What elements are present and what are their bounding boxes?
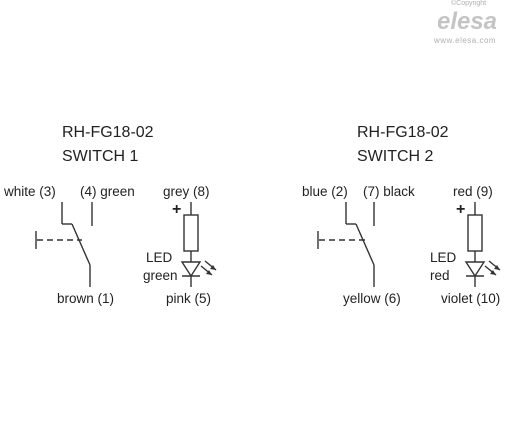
switch-2-polarity-plus: +: [456, 201, 465, 218]
switch-2-model: RH-FG18-02: [357, 124, 449, 141]
switch-1-contact-right-label: (4) green: [80, 184, 135, 199]
switch-1-led-symbol: [180, 202, 217, 287]
switch-1-block: RH-FG18-02 SWITCH 1 white (3) (4) green …: [3, 124, 217, 306]
svg-text:elesa: elesa: [438, 8, 496, 34]
switch-2-common-label: yellow (6): [343, 291, 401, 306]
switch-1-polarity-plus: +: [172, 201, 181, 218]
watermark-url: www.elesa.com: [434, 36, 497, 45]
switch-2-led-anode-label: red (9): [453, 184, 493, 199]
watermark-copyright: ©Copyright: [451, 0, 487, 7]
switch-1-contact-left-label: white (3): [3, 184, 56, 199]
switch-2-led-color: red: [430, 268, 450, 283]
switch-2-name: SWITCH 2: [357, 148, 434, 165]
elesa-watermark: ©Copyright elesa www.elesa.com: [424, 0, 504, 48]
switch-2-contact-left-label: blue (2): [302, 184, 348, 199]
switch-1-name: SWITCH 1: [62, 148, 139, 165]
switch-2-led-label: LED: [430, 250, 457, 265]
switch-2-contact-right-label: (7) black: [363, 184, 415, 199]
switch-1-common-label: brown (1): [57, 291, 114, 306]
switch-2-led-symbol: [464, 202, 501, 287]
switch-1-led-cathode-label: pink (5): [166, 291, 211, 306]
switch-1-led-anode-label: grey (8): [163, 184, 210, 199]
switch-1-model: RH-FG18-02: [62, 124, 154, 141]
switch-2-led-cathode-label: violet (10): [441, 291, 500, 306]
switch-2-contact-symbol: [317, 202, 375, 287]
switch-1-led-color: green: [143, 268, 178, 283]
switch-1-contact-symbol: [35, 202, 93, 287]
elesa-logo: elesa: [438, 8, 496, 34]
switch-2-block: RH-FG18-02 SWITCH 2 blue (2) (7) black y…: [302, 124, 501, 306]
switch-1-led-label: LED: [146, 250, 173, 265]
